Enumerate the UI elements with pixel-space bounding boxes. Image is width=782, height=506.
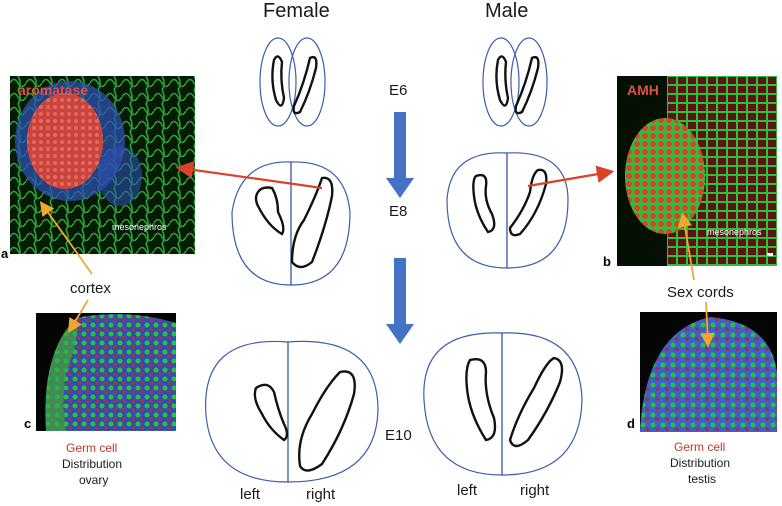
ovary-caption-line3: ovary [79, 473, 109, 487]
ovary-caption-line1: Germ cell [66, 441, 118, 455]
male-header: Male [485, 0, 529, 22]
male-e6-germ-regions [495, 55, 540, 115]
amh-arrow [527, 165, 615, 188]
timeline-arrows [386, 112, 414, 344]
panel-b-letter: b [603, 254, 611, 269]
aromatase-label: aromatase [18, 82, 89, 98]
male-e8-germ-regions [472, 168, 548, 237]
stage-label-e8: E8 [389, 203, 408, 220]
sex-cords-arrow-up [677, 212, 695, 281]
female-right-label: right [306, 486, 336, 503]
aromatase-arrow [175, 161, 323, 190]
female-e6-germ-regions [271, 55, 318, 115]
female-header: Female [263, 0, 330, 22]
mesonephros-label-b: mesonephros [707, 227, 762, 237]
testis-caption-line3: testis [688, 472, 717, 486]
panel-c-micrograph [36, 313, 176, 431]
cortex-arrow-down [68, 299, 89, 334]
male-e8-gonad [446, 152, 569, 269]
male-right-label: right [520, 482, 550, 499]
panel-b-micrograph: AMH mesonephros [617, 76, 777, 266]
male-e10-germ-regions [465, 356, 564, 448]
male-e6-gonad [482, 37, 548, 127]
cortex-label: cortex [70, 280, 111, 297]
female-e10-germ-regions [253, 370, 356, 472]
female-left-label: left [240, 486, 261, 503]
female-e8-gonad [231, 161, 351, 286]
sex-cords-label: Sex cords [667, 284, 734, 301]
panel-c-letter: c [24, 416, 32, 431]
panel-a-micrograph: aromatase mesonephros [10, 76, 195, 254]
amh-label: AMH [627, 82, 659, 98]
male-e10-gonad [423, 332, 583, 476]
female-e10-gonad [205, 340, 379, 483]
female-e6-gonad [259, 37, 326, 127]
mesonephros-label-a: mesonephros [112, 222, 167, 232]
panel-a-letter: a [1, 246, 9, 261]
sex-cords-arrow-down [700, 301, 715, 348]
testis-caption-line2: Distribution [670, 456, 731, 470]
panel-d-letter: d [627, 416, 635, 431]
stage-label-e6: E6 [389, 82, 408, 99]
male-left-label: left [457, 482, 478, 499]
female-e8-germ-regions [254, 176, 334, 269]
cortex-arrow-up [39, 201, 93, 275]
stage-label-e10: E10 [385, 427, 412, 444]
ovary-caption-line2: Distribution [62, 457, 123, 471]
panel-d-micrograph [640, 312, 777, 432]
testis-caption-line1: Germ cell [674, 440, 726, 454]
